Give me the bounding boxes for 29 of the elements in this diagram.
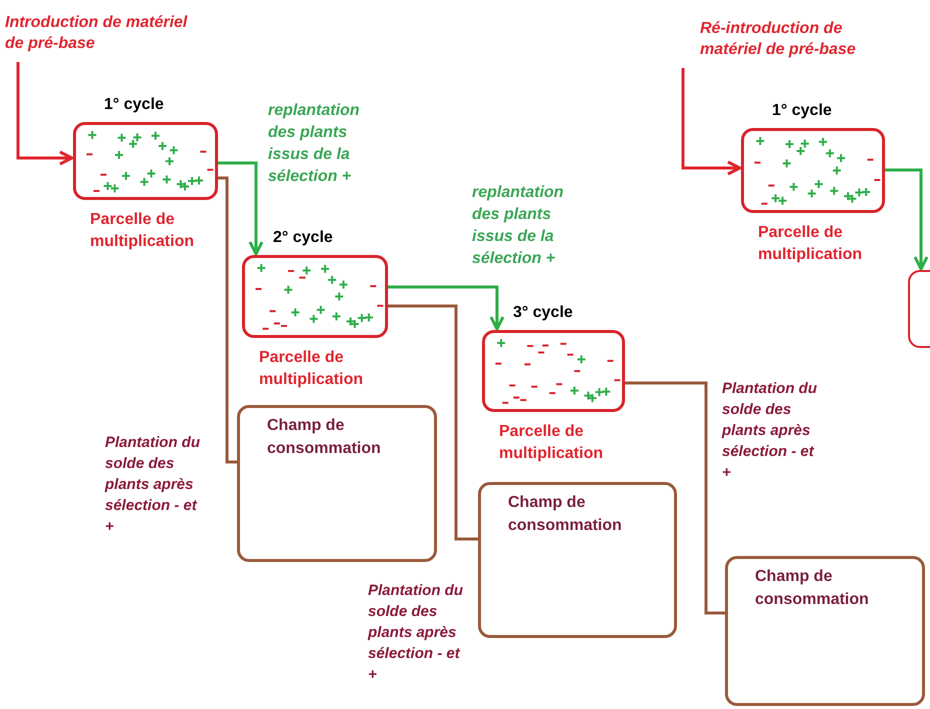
arrow — [218, 162, 264, 256]
arrow — [885, 168, 928, 270]
field-box — [237, 405, 437, 562]
edge-label: replantation des plants issus de la sélection + — [268, 101, 361, 187]
edge-label: Plantation du solde des plants après sélection - et + — [368, 581, 463, 685]
connector-line — [388, 304, 478, 540]
arrow — [388, 286, 504, 330]
field-title: Champ de consommation — [755, 567, 870, 610]
field-box — [725, 556, 925, 706]
cycle-heading: 1° cycle — [772, 101, 832, 121]
field-box — [478, 482, 677, 638]
cycle-heading: 3° cycle — [513, 303, 573, 323]
intro-text: Ré-introduction de matériel de pré-base — [700, 18, 890, 66]
cycle-heading: 2° cycle — [273, 228, 333, 248]
arrow — [682, 68, 742, 176]
cycle-heading: 1° cycle — [104, 95, 164, 115]
intro-text: Introduction de matériel de pré-base — [5, 12, 195, 60]
edge-label: Plantation du solde des plants après sélection - et + — [105, 433, 200, 537]
plot-caption: Parcelle de multiplication — [90, 210, 195, 252]
field-title: Champ de consommation — [508, 493, 623, 536]
arrow — [16, 62, 74, 166]
edge-label: Plantation du solde des plants après sélection - et + — [722, 379, 817, 483]
field-title: Champ de consommation — [267, 416, 382, 459]
edge-label: replantation des plants issus de la sélection + — [472, 183, 565, 269]
connector-line — [218, 176, 237, 464]
plot-caption: Parcelle de multiplication — [499, 422, 604, 464]
plot-caption: Parcelle de multiplication — [259, 348, 364, 390]
plot-caption: Parcelle de multiplication — [758, 223, 863, 265]
connector-line — [625, 382, 725, 614]
